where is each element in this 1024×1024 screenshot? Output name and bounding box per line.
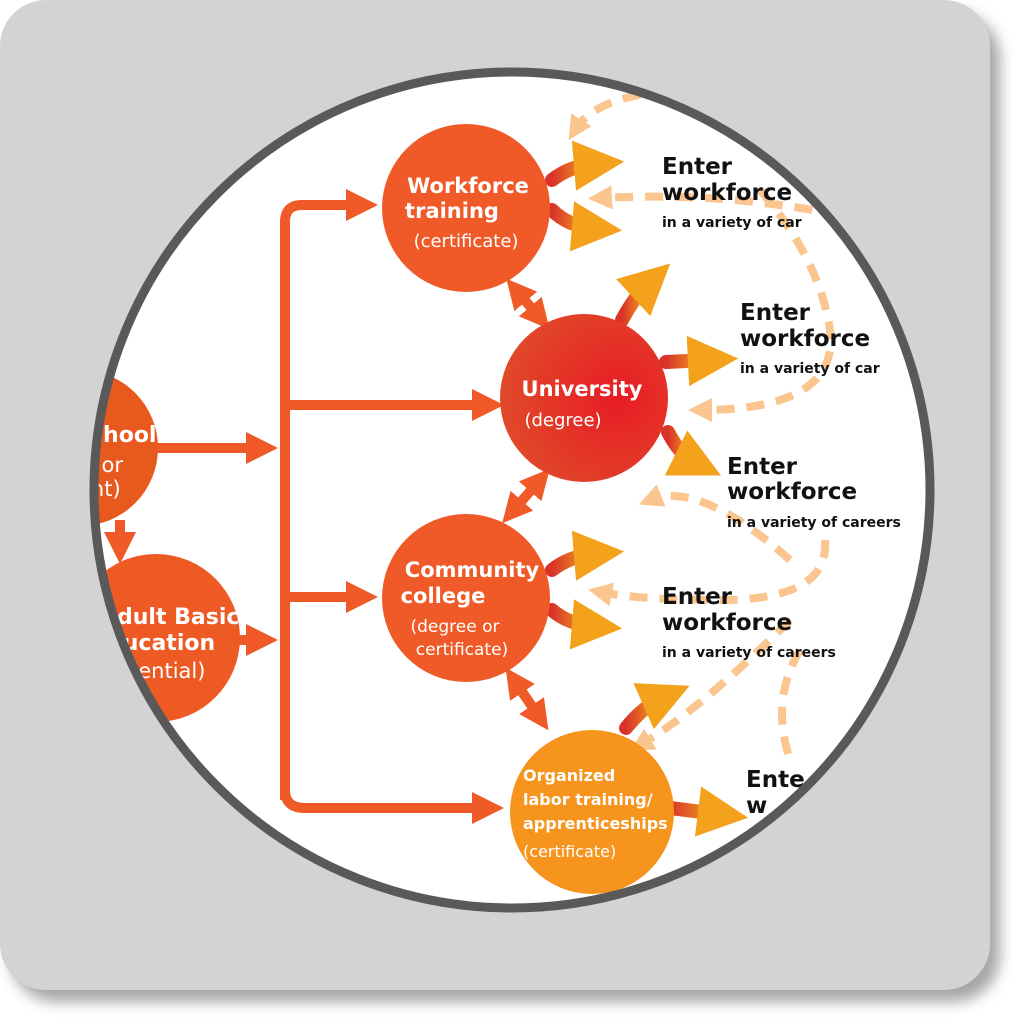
node-organized-labor: Organized labor training/ apprenticeship… — [510, 730, 674, 894]
outcome-4-line2: workforce — [662, 610, 792, 636]
high-school-line3: ent) — [78, 477, 121, 501]
outcome-1-line3: in a variety of car — [662, 215, 802, 231]
node-community-college: Community college (degree or certificate… — [382, 514, 550, 682]
outcome-2-line2: workforce — [740, 326, 870, 352]
outcome-5: Ente w — [746, 767, 805, 819]
adult-basic-title: Adult Basic — [100, 605, 239, 630]
adult-basic-line3: edential) — [112, 659, 205, 683]
community-title: Community — [405, 558, 540, 582]
workforce-line3: (certificate) — [414, 231, 519, 252]
workforce-title: Workforce — [407, 174, 529, 198]
outcome-2: Enter workforce in a variety of car — [740, 300, 880, 377]
labor-line2: labor training/ — [523, 790, 653, 809]
outcome-3-line2: workforce — [727, 479, 857, 505]
node-high-school: chool a or ent) — [78, 370, 158, 526]
university-title: University — [522, 377, 643, 401]
community-line4: certificate) — [416, 640, 508, 660]
high-school-circle — [94, 370, 158, 526]
outcome-4-line3: in a variety of careers — [662, 645, 836, 661]
community-line2: college — [401, 584, 486, 608]
outcome-1-line1: Enter — [662, 154, 733, 180]
outcome-1-line2: workforce — [662, 180, 792, 206]
community-line3: (degree or — [410, 617, 499, 637]
university-subtitle: (degree) — [524, 410, 601, 431]
outcome-2-line3: in a variety of car — [740, 361, 880, 377]
labor-line4: (certificate) — [523, 842, 616, 861]
high-school-line2: a or — [82, 453, 123, 477]
flow-lines — [103, 188, 550, 825]
workforce-circle — [382, 124, 550, 292]
node-workforce-training: Workforce training (certificate) — [382, 124, 550, 292]
labor-circle — [510, 730, 674, 894]
outcome-4: Enter workforce in a variety of careers — [662, 584, 836, 661]
node-adult-basic-education: Adult Basic ducation edential) — [94, 554, 240, 722]
outcome-4-line1: Enter — [662, 584, 733, 610]
lens-rim — [89, 67, 935, 913]
outcome-1: Enter workforce in a variety of car — [662, 154, 802, 231]
node-university: University (degree) — [500, 314, 668, 482]
career-arrows — [545, 140, 749, 837]
outcome-3-line1: Enter — [727, 454, 798, 480]
outcome-3-line3: in a variety of careers — [727, 515, 901, 531]
high-school-title: chool — [90, 423, 156, 448]
labor-line3: apprenticeships — [523, 814, 668, 833]
university-circle — [500, 314, 668, 482]
community-circle — [382, 514, 550, 682]
workforce-line2: training — [405, 199, 499, 223]
labor-title: Organized — [523, 766, 615, 785]
outcome-5-line2: w — [746, 793, 767, 819]
outcome-2-line1: Enter — [740, 300, 811, 326]
outcome-5-line1: Ente — [746, 767, 805, 793]
outcome-3: Enter workforce in a variety of careers — [727, 454, 901, 531]
